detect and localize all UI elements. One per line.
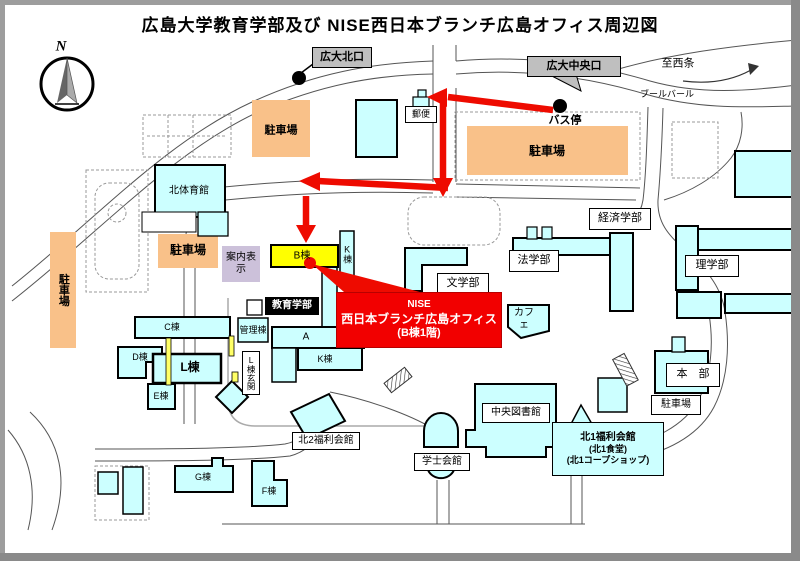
office-line2: 西日本ブランチ広島オフィス (341, 311, 497, 326)
north1-welfare-callout: 北1福利会館 (北1食堂) (北1コープショップ) (552, 422, 664, 476)
north2-welfare-label: 北2福利会館 (292, 432, 360, 450)
science-building (724, 293, 796, 314)
headquarters-label: 本 部 (666, 363, 720, 387)
to-saijo-label: 至西条 (661, 57, 695, 70)
small-building (197, 211, 229, 237)
north1-line2: (北1食堂) (589, 444, 627, 455)
l-entrance-label: L棟玄関 (242, 351, 260, 395)
parking-label-vertical: 駐車場 (57, 273, 70, 307)
north-gym-label: 北体育館 (169, 185, 209, 197)
compass-north-label: N (55, 38, 67, 55)
dome-lower (426, 469, 456, 480)
small-building (122, 466, 144, 515)
north2-building (289, 392, 347, 441)
building-k2-shape (297, 347, 363, 371)
parking-far-left (50, 232, 76, 348)
building-f-label: F棟 (261, 485, 277, 496)
top-right-building (734, 150, 796, 198)
north1-line1: 北1福利会館 (580, 432, 636, 444)
building-c-shape (134, 316, 231, 339)
building-c-label: C棟 (164, 321, 180, 332)
parking-label: 駐車場 (528, 144, 566, 159)
page-frame (0, 0, 5, 561)
building-l-shape (151, 352, 223, 385)
parking-lots (50, 100, 628, 348)
building-g-shape (174, 457, 234, 493)
building-k2-label: K棟 (317, 353, 333, 364)
law-nub (526, 226, 538, 240)
office-line1: NISE (407, 299, 431, 311)
office-line3: (B棟1階) (397, 326, 441, 339)
office-location-dot (304, 257, 316, 269)
compass-icon (39, 56, 95, 112)
building-d-shape (117, 346, 163, 379)
building-d-label: D棟 (132, 351, 148, 362)
central-gate-label: 広大中央口 (527, 56, 621, 77)
nise-office-callout: NISE 西日本ブランチ広島オフィス (B棟1階) (336, 292, 502, 348)
post-label: 郵便 (405, 106, 437, 123)
parking-top-right (467, 126, 628, 175)
info-sign-label: 案内表示 (222, 246, 260, 282)
economics-label: 経済学部 (589, 208, 651, 230)
law-building-wing (609, 232, 634, 312)
north-gym-building (154, 164, 226, 218)
gakushi-hall-label: 学士会館 (414, 453, 470, 471)
saijo-arrow (682, 69, 752, 83)
page-title: 広島大学教育学部及び NISE西日本ブランチ広島オフィス周辺図 (141, 16, 659, 35)
small-building (97, 471, 119, 495)
bus-stop-label: バス停 (548, 114, 582, 127)
page-frame (0, 0, 800, 5)
parking-label: 駐車場 (169, 243, 207, 258)
corridors (165, 335, 239, 386)
law-nub (541, 226, 553, 240)
science-building (697, 228, 793, 251)
small-white-building (246, 299, 263, 316)
route-arrows (296, 88, 554, 292)
building-g-label: G棟 (194, 471, 212, 482)
north-gate-dot (292, 71, 306, 85)
gate-markers (292, 63, 759, 113)
cafe-building (507, 304, 550, 340)
top-center-building (355, 99, 398, 158)
headquarters-nub (671, 336, 686, 353)
building-b-label: B棟 (293, 250, 311, 262)
office-callout-pointer (312, 264, 420, 292)
education-label: 教育学部 (265, 297, 319, 315)
dome-building (423, 412, 459, 448)
central-library-label: 中央図書館 (482, 403, 550, 423)
small-building (597, 377, 628, 413)
parking-label: 駐車場 (264, 124, 298, 137)
admin-label: 管理棟 (239, 324, 267, 335)
parking-label-hq: 駐車場 (651, 395, 701, 415)
law-label: 法学部 (509, 250, 559, 272)
bus-stop-dot (553, 99, 567, 113)
science-label: 理学部 (685, 255, 739, 277)
building-e-label: E棟 (153, 390, 169, 401)
page-frame (0, 553, 800, 561)
north-gate-label: 広大北口 (312, 47, 372, 68)
boulevard-label: ブールバール (639, 88, 695, 99)
sub-block (271, 347, 297, 383)
building-e-shape (147, 383, 176, 410)
building-a-label: A (302, 331, 310, 343)
building-b-shape (270, 244, 339, 268)
building-k-label: K棟 (342, 244, 353, 264)
hatched-walkways (383, 352, 639, 394)
science-building (676, 291, 722, 319)
building-f-shape (251, 460, 288, 507)
building-l-label: L棟 (180, 360, 200, 375)
page-frame (791, 0, 800, 561)
parking-top-center (252, 100, 310, 157)
north1-line3: (北1コープショップ) (566, 455, 650, 465)
parking-left-mid (158, 234, 218, 268)
small-building (141, 211, 197, 233)
admin-building (237, 317, 269, 343)
cafe-label: カフェ (514, 307, 534, 331)
